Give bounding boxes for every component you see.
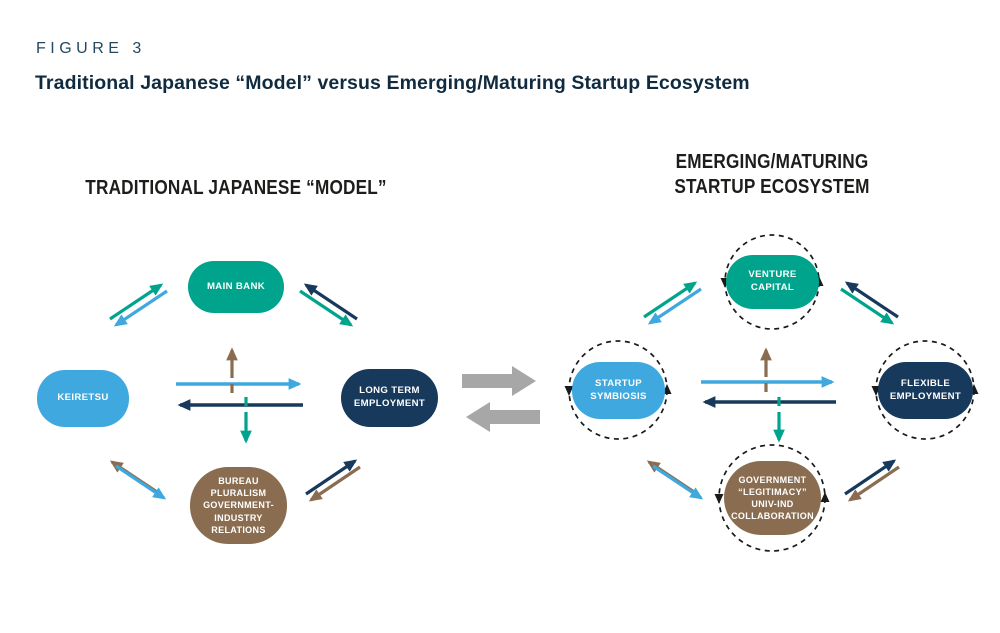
- node-flexible-employment-label: FLEXIBLE EMPLOYMENT: [889, 377, 962, 402]
- arrow-navy-up-right: [305, 459, 358, 496]
- arrow-navy-up-left: [303, 283, 358, 321]
- arrow-teal-down-right: [840, 287, 895, 325]
- cycle-arrowhead-down: [714, 494, 724, 504]
- left-diagram-heading: TRADITIONAL JAPANESE “MODEL”: [85, 177, 387, 199]
- arrow-blue-down-right: [115, 464, 167, 500]
- arrow-brown-down-left: [847, 465, 900, 502]
- right-arrows-horizontal: [701, 376, 836, 408]
- node-bureau-pluralism-label: BUREAU PLURALISM GOVERNMENT- INDUSTRY RE…: [203, 476, 274, 535]
- node-venture-capital-label: VENTURE CAPITAL: [748, 269, 797, 293]
- left-arrows-mainbank-longterm: [299, 283, 358, 327]
- figure-label: FIGURE 3: [36, 40, 146, 57]
- cycle-arrowhead-down: [564, 386, 574, 396]
- arrow-teal-down-right: [299, 289, 354, 327]
- node-long-term-employment: LONG TERM EMPLOYMENT: [341, 369, 438, 427]
- cycle-arrowhead-up: [820, 492, 830, 502]
- transition-arrow-left: [466, 402, 540, 432]
- transition-arrow-right: [462, 366, 536, 396]
- left-arrows-horizontal: [176, 378, 303, 411]
- left-arrows-keiretsu-mainbank: [109, 283, 168, 327]
- figure-title: Traditional Japanese “Model” versus Emer…: [35, 72, 750, 94]
- arrow-navy-up-left: [844, 281, 899, 319]
- node-main-bank-label: MAIN BANK: [206, 280, 266, 292]
- arrow-teal-up-right: [109, 283, 164, 321]
- node-keiretsu: KEIRETSU: [37, 370, 129, 427]
- transition-arrows: [462, 366, 540, 432]
- node-bureau-pluralism: BUREAU PLURALISM GOVERNMENT- INDUSTRY RE…: [190, 467, 287, 544]
- arrow-blue-down-right: [652, 464, 704, 500]
- node-startup-symbiosis: STARTUP SYMBIOSIS: [572, 362, 665, 419]
- right-diagram-heading: EMERGING/MATURING STARTUP ECOSYSTEM: [674, 151, 870, 198]
- dashed-cycle-government: [714, 444, 830, 552]
- arrow-blue-down-left: [647, 287, 702, 325]
- right-arrows-symbiosis-government: [646, 460, 704, 500]
- arrow-blue-down-left: [113, 289, 168, 327]
- node-main-bank: MAIN BANK: [188, 261, 284, 313]
- arrow-navy-up-right: [844, 459, 897, 496]
- right-arrows-symbiosis-vc: [643, 281, 702, 325]
- node-keiretsu-label: KEIRETSU: [57, 392, 109, 404]
- node-venture-capital: VENTURE CAPITAL: [726, 255, 819, 309]
- left-arrows-keiretsu-bureau: [109, 460, 167, 500]
- arrow-brown-down-left: [308, 465, 361, 502]
- arrow-teal-up-right: [643, 281, 698, 319]
- right-arrows-vertical: [760, 347, 785, 443]
- node-government-legitimacy: GOVERNMENT “LEGITIMACY” UNIV-IND COLLABO…: [724, 461, 821, 535]
- node-government-legitimacy-label: GOVERNMENT “LEGITIMACY” UNIV-IND COLLABO…: [731, 474, 814, 522]
- left-arrows-vertical: [226, 347, 252, 444]
- node-flexible-employment: FLEXIBLE EMPLOYMENT: [878, 362, 973, 419]
- right-arrows-government-flexible: [844, 459, 900, 502]
- node-long-term-employment-label: LONG TERM EMPLOYMENT: [353, 385, 426, 409]
- node-startup-symbiosis-label: STARTUP SYMBIOSIS: [590, 377, 647, 402]
- left-arrows-bureau-longterm: [305, 459, 361, 502]
- right-arrows-vc-flexible: [840, 281, 899, 325]
